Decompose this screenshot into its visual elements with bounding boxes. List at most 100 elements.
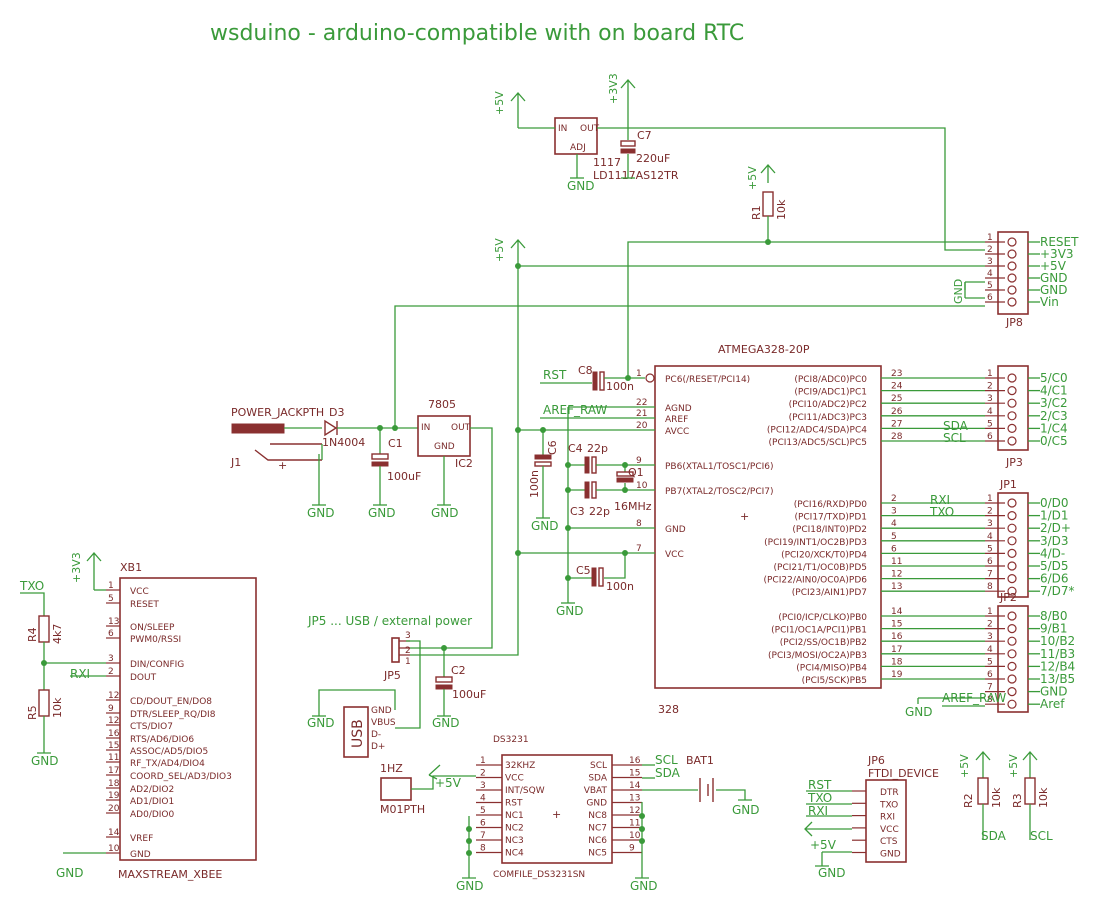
jp8-net-label: GND	[1040, 283, 1068, 297]
jp3-pin	[1007, 423, 1017, 433]
jp1-net-label: 2/D+	[1040, 521, 1071, 535]
jp1-net-label: 1/D1	[1040, 509, 1069, 523]
net-rst: RST	[543, 368, 567, 382]
jp2-pin-number: 2	[987, 620, 993, 630]
mcu-left-pin-number: 8	[636, 519, 642, 529]
xbee-pin-number: 11	[108, 753, 119, 763]
xbee-pin-number: 18	[108, 779, 120, 789]
jp8-pin	[1007, 285, 1017, 295]
svg-text:R1: R1	[750, 205, 763, 220]
jp1-pin-number: 6	[987, 557, 993, 567]
jp8-net-label: GND	[1040, 271, 1068, 285]
mcu-right-pin-label: (PCI18/INT0)PD2	[792, 525, 867, 535]
svg-text:Q1: Q1	[628, 466, 644, 479]
mcu-right-pin-number: 17	[891, 645, 902, 655]
jp2-net-label: GND	[1040, 685, 1068, 699]
svg-text:100n: 100n	[528, 470, 541, 498]
rtc-right-pin-number: 13	[629, 794, 640, 804]
svg-text:+3V3: +3V3	[70, 552, 83, 583]
mcu-right-pin-label: (PCI5/SCK)PB5	[802, 676, 867, 686]
jp8-pin-number: 2	[987, 245, 993, 255]
svg-text:R4: R4	[26, 627, 39, 642]
jp3-net-label: 5/C0	[1040, 371, 1068, 385]
usb-connector: USB GND VBUS D- D+	[343, 706, 396, 758]
net-rxi-mcu: RXI	[930, 493, 950, 507]
rtc-right-pin-number: 9	[629, 844, 635, 854]
xbee-pin-number: 3	[108, 654, 114, 664]
svg-text:C1: C1	[388, 437, 403, 450]
mcu-right-pin-label: (PCI16/RXD)PD0	[794, 500, 868, 510]
svg-text:10k: 10k	[51, 697, 64, 718]
svg-text:SDA: SDA	[981, 829, 1007, 843]
capacitor-c3: C3 22p	[570, 481, 610, 518]
mcu-right-pin-label: (PCI3/MOSI/OC2A)PB3	[768, 651, 867, 661]
rtc-left-pin-number: 3	[480, 781, 486, 791]
svg-text:GND: GND	[31, 754, 59, 768]
capacitor-c8: C8 100n	[578, 364, 634, 393]
xbee-pin-number: 12	[108, 691, 119, 701]
svg-text:GND: GND	[307, 716, 335, 730]
svg-text:R2: R2	[962, 793, 975, 808]
jp8-pin	[1007, 297, 1017, 307]
jp8-pin	[1007, 273, 1017, 283]
header-1hz: 1HZ M01PTH	[380, 762, 425, 816]
jp1-pin	[1007, 573, 1017, 584]
jp8-pin-number: 5	[987, 281, 993, 291]
header-jp8: JP8	[997, 231, 1029, 329]
rtc-left-pin-number: 6	[480, 819, 486, 829]
jp3-pin-number: 5	[987, 419, 993, 429]
xbee-pin-label: GND	[130, 850, 151, 860]
mcu-right-pin-number: 11	[891, 557, 902, 567]
xbee-pin-number: 5	[108, 594, 114, 604]
capacitor-c6: C6 100n	[528, 430, 559, 518]
regulator-1117: IN OUT ADJ 1117 LD1117AS12TR	[554, 117, 679, 182]
header-ftdi-jp6: JP6 FTDI_DEVICE	[865, 754, 939, 863]
mcu-right-pin-number: 5	[891, 532, 897, 542]
capacitor-c1: C1 100uF	[371, 428, 421, 505]
mcu-left-pin-label: PC6(/RESET/PCI14)	[665, 375, 750, 385]
svg-text:JP2: JP2	[999, 591, 1017, 604]
ftdi-pin-label: CTS	[880, 837, 898, 847]
jp2-pin	[1007, 623, 1017, 634]
svg-text:GND: GND	[307, 506, 335, 520]
net-txo-r4: TXO	[19, 579, 44, 593]
mcu-right-pin-number: 12	[891, 570, 902, 580]
supply-3v3-top: +3V3	[607, 73, 636, 128]
xbee-pin-label: RTS/AD6/DIO6	[130, 735, 194, 745]
jp3-pin	[1007, 373, 1017, 383]
jp1-net-label: 6/D6	[1040, 572, 1069, 586]
gnd-1117: GND	[567, 177, 595, 193]
svg-text:GND: GND	[531, 519, 559, 533]
jp2-net-label: Aref	[1040, 697, 1065, 711]
jp8-net-label: Vin	[1040, 295, 1059, 309]
xbee-pin-label: ASSOC/AD5/DIO5	[130, 747, 208, 757]
mcu-right-pin-label: (PCI1/OC1A/PCI1)PB1	[771, 626, 867, 636]
jp2-pin-number: 5	[987, 657, 993, 667]
supply-5v-mid: +5V	[493, 238, 526, 265]
mcu-right-pin-number: 6	[891, 544, 897, 554]
mcu-right-pin-label: (PCI10/ADC2)PC2	[789, 400, 867, 410]
jp3-net-label: 0/C5	[1040, 434, 1068, 448]
jp2-pin-number: 4	[987, 645, 993, 655]
rtc-right-pin-label: VBAT	[584, 786, 608, 796]
header-jp3: JP3	[997, 365, 1029, 469]
jp3-pin	[1007, 411, 1017, 421]
xbee-pin-label: AD0/DIO0	[130, 810, 175, 820]
net-rst-ftdi: RST	[808, 778, 832, 792]
svg-text:+: +	[740, 510, 749, 523]
svg-text:JP8: JP8	[1005, 316, 1023, 329]
svg-text:3: 3	[405, 631, 411, 641]
crystal-q1: Q1 16MHz	[614, 465, 652, 513]
jumper-jp5: 3 2 1 JP5	[383, 631, 411, 682]
jp8-pin-number: 3	[987, 257, 993, 267]
mcu-left-pin-label: GND	[665, 525, 686, 535]
jp2-pin	[1007, 636, 1017, 646]
svg-text:FTDI_DEVICE: FTDI_DEVICE	[868, 767, 939, 780]
jp1-pin	[1007, 586, 1017, 596]
xbee-pin-number: 12	[108, 716, 119, 726]
xbee-pin-number: 14	[108, 828, 120, 838]
ftdi-pin-label: DTR	[880, 788, 899, 798]
jp1-pin-number: 7	[987, 570, 993, 580]
xbee-pin-number: 15	[108, 741, 119, 751]
jp8-net-label: +5V	[1040, 259, 1067, 273]
